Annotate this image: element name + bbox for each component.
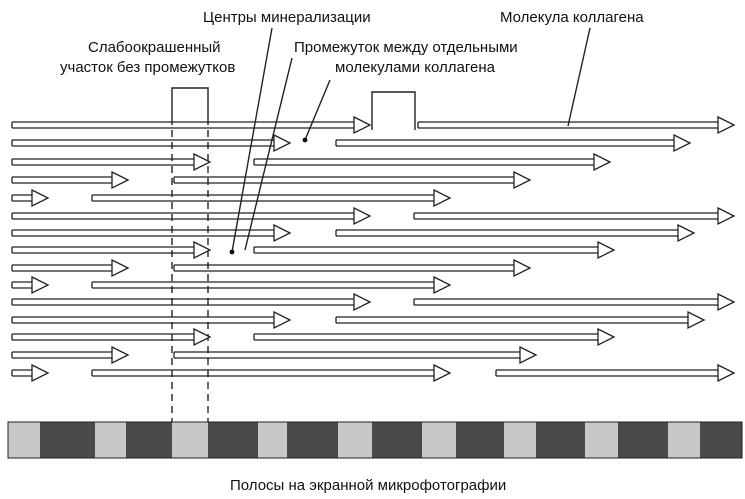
collagen-molecules — [11, 115, 736, 383]
collagen-molecule-arrow-head — [111, 258, 130, 278]
collagen-molecule-arrow-shaft — [91, 369, 434, 377]
light-stripe — [668, 422, 700, 458]
collagen-molecule-arrow-shaft — [11, 121, 354, 129]
collagen-molecule-arrow-head — [31, 275, 50, 295]
collagen-molecule-arrow-shaft — [11, 194, 32, 202]
collagen-molecule-arrow-shaft — [91, 194, 434, 202]
collagen-molecule-arrow-head — [433, 275, 452, 295]
collagen-molecule-arrow-head — [353, 115, 372, 135]
pointer-mineralization-lower — [244, 57, 293, 251]
collagen-molecule-arrow-shaft — [11, 158, 194, 166]
pointer-collagen-molecule — [567, 27, 591, 127]
collagen-molecule-arrow-shaft — [253, 158, 594, 166]
light-stripe — [338, 422, 372, 458]
label-weakly-stained-line2: участок без промежутков — [60, 59, 235, 76]
collagen-molecule-arrow-shaft — [413, 212, 718, 220]
collagen-molecule-arrow-head — [273, 133, 292, 153]
collagen-molecule-arrow-shaft — [335, 139, 674, 147]
collagen-molecule-arrow-head — [111, 345, 130, 365]
collagen-molecule-arrow-head — [597, 327, 616, 347]
collagen-molecule-arrow-shaft — [417, 121, 718, 129]
mineralization-dot-lower — [229, 249, 235, 255]
collagen-molecule-arrow-shaft — [11, 139, 274, 147]
collagen-molecule-arrow-shaft — [11, 333, 194, 341]
label-mineralization-centers: Центры минерализации — [203, 9, 371, 26]
collagen-molecule-arrow-shaft — [173, 264, 514, 272]
collagen-molecule-arrow-shaft — [11, 369, 32, 377]
dark-stripe — [40, 422, 95, 458]
collagen-molecule-arrow-head — [31, 188, 50, 208]
collagen-molecule-arrow-head — [193, 240, 212, 260]
label-gap-line1: Промежуток между отдельными — [294, 39, 518, 56]
collagen-molecule-arrow-head — [717, 206, 736, 226]
collagen-molecule-arrow-head — [353, 292, 372, 312]
collagen-molecule-arrow-head — [111, 170, 130, 190]
collagen-molecule-arrow-shaft — [91, 281, 434, 289]
collagen-molecule-arrow-shaft — [11, 176, 112, 184]
collagen-molecule-arrow-head — [519, 345, 538, 365]
collagen-molecule-arrow-head — [273, 310, 292, 330]
light-stripe — [504, 422, 536, 458]
dark-stripe — [208, 422, 258, 458]
light-stripe — [172, 422, 208, 458]
light-stripe — [8, 422, 40, 458]
collagen-molecule-arrow-head — [193, 327, 212, 347]
dark-stripe — [456, 422, 504, 458]
dark-stripe — [700, 422, 742, 458]
dark-stripe — [618, 422, 668, 458]
collagen-molecule-arrow-shaft — [11, 298, 354, 306]
collagen-molecule-arrow-shaft — [413, 298, 718, 306]
collagen-molecule-arrow-shaft — [11, 229, 274, 237]
mineralization-dot-upper — [302, 137, 308, 143]
collagen-molecule-arrow-head — [597, 240, 616, 260]
collagen-molecule-arrow-head — [717, 363, 736, 383]
collagen-molecule-arrow-head — [353, 206, 372, 226]
collagen-molecule-arrow-shaft — [11, 212, 354, 220]
label-collagen-molecule: Молекула коллагена — [500, 9, 644, 26]
collagen-molecule-arrow-shaft — [11, 264, 112, 272]
light-stripe — [95, 422, 126, 458]
collagen-molecule-arrow-head — [513, 258, 532, 278]
collagen-molecule-arrow-shaft — [11, 351, 112, 359]
collagen-molecule-arrow-shaft — [335, 316, 688, 324]
collagen-molecule-arrow-head — [673, 133, 692, 153]
light-stripe — [422, 422, 456, 458]
collagen-molecule-arrow-head — [677, 223, 696, 243]
collagen-molecule-arrow-shaft — [173, 176, 514, 184]
dark-stripe — [372, 422, 422, 458]
collagen-molecule-arrow-shaft — [11, 316, 274, 324]
collagen-molecule-arrow-shaft — [11, 246, 194, 254]
collagen-molecule-arrow-head — [717, 115, 736, 135]
label-stripes-caption: Полосы на экранной микрофотографии — [230, 477, 506, 494]
collagen-molecule-arrow-shaft — [335, 229, 678, 237]
collagen-molecule-arrow-head — [687, 310, 706, 330]
collagen-molecule-arrow-head — [193, 152, 212, 172]
collagen-molecule-arrow-shaft — [11, 281, 32, 289]
collagen-molecule-arrow-shaft — [173, 351, 520, 359]
dark-stripe — [536, 422, 585, 458]
dark-stripe — [126, 422, 172, 458]
gap-bump — [371, 91, 416, 130]
micrograph-stripes-frame — [7, 421, 743, 459]
weak-zone-bump — [171, 87, 209, 118]
dark-stripe — [287, 422, 338, 458]
collagen-molecule-arrow-head — [31, 363, 50, 383]
pointer-gap — [304, 79, 331, 141]
collagen-molecule-arrow-head — [513, 170, 532, 190]
collagen-molecule-arrow-head — [273, 223, 292, 243]
collagen-molecule-arrow-shaft — [253, 246, 598, 254]
collagen-molecule-arrow-shaft — [253, 333, 598, 341]
collagen-molecule-arrow-head — [717, 292, 736, 312]
light-stripe — [258, 422, 287, 458]
collagen-molecule-arrow-head — [433, 188, 452, 208]
label-gap-line2: молекулами коллагена — [335, 59, 496, 76]
collagen-molecule-arrow-shaft — [495, 369, 718, 377]
micrograph-stripes — [8, 422, 742, 458]
label-weakly-stained-line1: Слабоокрашенный — [88, 39, 221, 56]
collagen-molecule-arrow-head — [433, 363, 452, 383]
light-stripe — [585, 422, 618, 458]
collagen-molecule-arrow-head — [593, 152, 612, 172]
